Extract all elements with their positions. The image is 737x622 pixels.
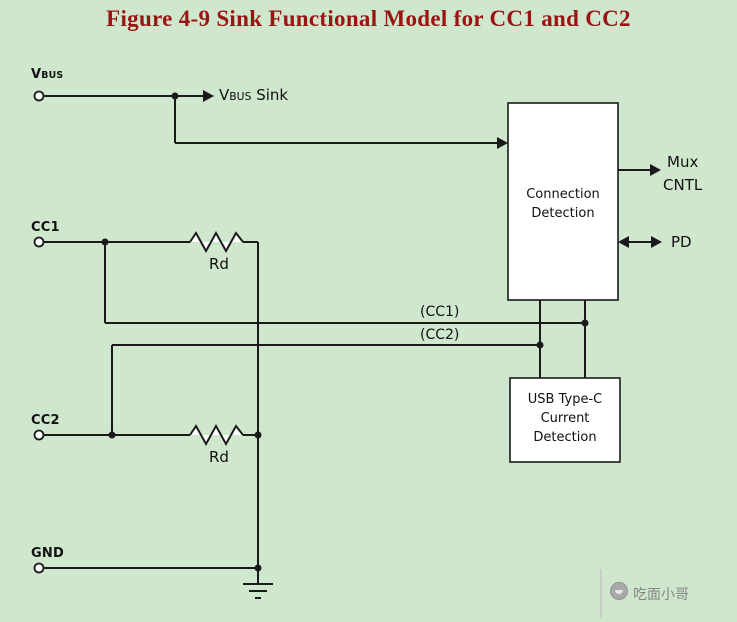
pd-label: PD: [671, 233, 692, 251]
rd-top-label: Rd: [209, 255, 229, 273]
resistor-rd-top-icon: [189, 230, 244, 254]
vbus-sink-arrowhead: [203, 90, 214, 102]
cc2-terminal: [33, 429, 45, 441]
cc1-wire: [44, 241, 585, 568]
vbus-terminal: [33, 90, 45, 102]
vbus-label-main: V: [31, 67, 42, 82]
mux-cntl-arrow: [618, 164, 661, 176]
watermark-logo-icon: [610, 582, 628, 600]
vbus-terminal-label: VBUS: [31, 67, 63, 82]
gnd-terminal-label: GND: [31, 546, 64, 561]
connection-detection-line1: Connection: [526, 187, 600, 202]
gnd-terminal: [33, 562, 45, 574]
current-detection-label: USB Type-C Current Detection: [510, 390, 620, 447]
rd-bottom-label: Rd: [209, 448, 229, 466]
current-detection-box: [509, 377, 621, 463]
ground-symbol-icon: [243, 568, 273, 599]
watermark-text: 吃面小哥: [633, 587, 689, 603]
cc2-terminal-label: CC2: [31, 413, 60, 428]
vbus-label-sub: BUS: [41, 70, 64, 81]
cntl-label: CNTL: [663, 176, 703, 194]
vbus-sink-sub: BUS: [229, 90, 252, 103]
terminal-pins: [33, 90, 45, 574]
cc2-wire: [44, 344, 540, 436]
block-interconnect-wires: [539, 300, 586, 378]
cc2-wire-label: (CC2): [420, 327, 460, 343]
junction-dots: [101, 92, 589, 572]
current-detection-line3: Detection: [533, 430, 597, 445]
watermark-divider: [600, 569, 602, 619]
resistor-rd-bottom-icon: [189, 423, 244, 447]
vbus-sink-label: VBUS Sink: [219, 86, 288, 104]
connection-input-arrowhead: [497, 137, 508, 149]
mux-label: Mux: [667, 153, 699, 171]
connection-detection-label: Connection Detection: [508, 185, 618, 223]
pd-arrow: [618, 236, 662, 248]
cc1-wire-label: (CC1): [420, 304, 460, 320]
current-detection-line1: USB Type-C: [527, 392, 603, 407]
figure-title: Figure 4-9 Sink Functional Model for CC1…: [106, 6, 631, 31]
connection-detection-line2: Detection: [531, 206, 595, 221]
vbus-sink-rest: Sink: [251, 86, 289, 104]
cc1-terminal: [33, 236, 45, 248]
current-detection-line2: Current: [540, 411, 590, 426]
vbus-sink-main: V: [219, 86, 230, 104]
connection-detection-box: [507, 102, 619, 301]
cc1-terminal-label: CC1: [31, 220, 60, 235]
